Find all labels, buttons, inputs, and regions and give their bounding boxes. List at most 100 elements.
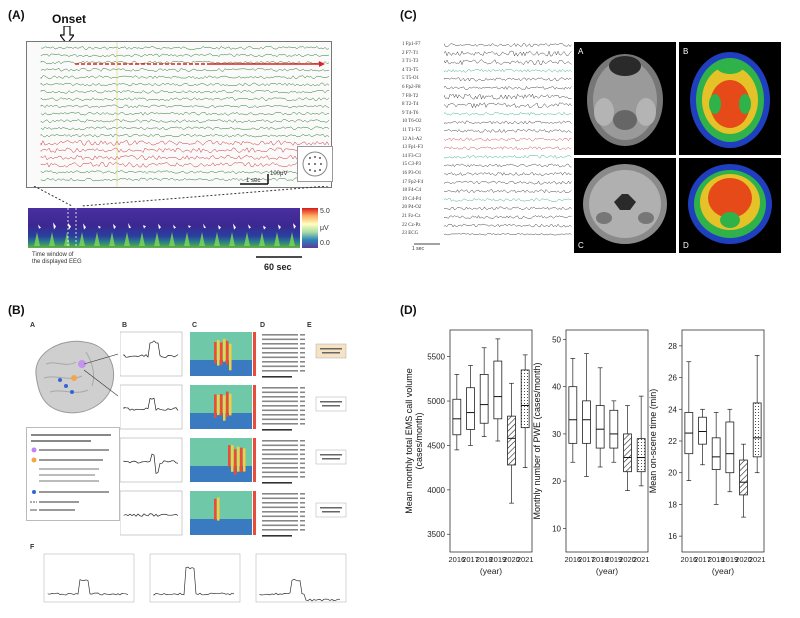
tf-colorbar xyxy=(253,438,256,482)
y-axis-label: Mean on-scene time (min) xyxy=(648,389,658,494)
scale-amp-label: 100μV xyxy=(270,171,288,177)
panel-d-box-charts: 3500400045005000550020162017201820192020… xyxy=(404,329,766,576)
assessment-text-line xyxy=(262,370,298,372)
assessment-text-line xyxy=(262,506,298,509)
sub-label-f: F xyxy=(30,544,35,551)
erp-waveform xyxy=(123,397,179,411)
assessment-e-box xyxy=(315,396,347,412)
tf-map-activation xyxy=(240,447,243,473)
panel-c-channel-label: 8 T2-T4 xyxy=(402,102,419,108)
assessment-e-text xyxy=(322,405,340,407)
assessment-text-line xyxy=(262,497,298,500)
panel-c-eeg-trace xyxy=(444,197,572,202)
eeg-trace xyxy=(40,126,330,131)
assessment-value-line xyxy=(300,400,305,403)
eeg-trace xyxy=(40,97,330,101)
burst-arrow-icon xyxy=(248,224,251,229)
assessment-value-line xyxy=(300,418,305,421)
assessment-text-line xyxy=(262,502,298,504)
sub-label-a: A xyxy=(30,322,36,329)
tf-map-activation xyxy=(214,342,217,364)
x-tick-label: 2020 xyxy=(735,555,752,564)
panel-c-channel-label: 1 Fp1-F7 xyxy=(402,42,421,47)
assessment-value-line xyxy=(300,493,305,495)
box-iqr xyxy=(698,416,707,445)
y-tick-label: 30 xyxy=(552,430,561,439)
spectrogram-burst xyxy=(64,232,70,246)
y-tick-label: 24 xyxy=(668,405,677,414)
panel-b-figure: A B C D E F xyxy=(22,322,372,612)
assessment-value-line xyxy=(300,524,305,527)
mri-coronal-image: C xyxy=(574,158,676,253)
assessment-value-line xyxy=(300,467,305,469)
panel-c-channel-label: 6 Fp2-F8 xyxy=(402,85,421,90)
box-iqr xyxy=(452,398,462,436)
y-tick-label: 5000 xyxy=(427,397,445,406)
y-tick-label: 4500 xyxy=(427,441,445,450)
x-tick-label: 2021 xyxy=(749,555,766,564)
spectrogram-burst xyxy=(79,232,85,246)
panel-c-channel-label: 10 T6-O2 xyxy=(402,119,422,125)
x-tick-label: 2018 xyxy=(708,555,725,564)
burst-arrow-icon xyxy=(263,225,266,230)
panel-c-channel-label: 20 P4-O2 xyxy=(402,205,422,211)
sub-f-waveform xyxy=(47,579,129,596)
mri-label-a: A xyxy=(578,47,584,56)
eeg-trace xyxy=(40,53,330,58)
panel-a-eeg-traces xyxy=(26,41,332,188)
tf-map-activation xyxy=(226,391,229,417)
assessment-value-line xyxy=(300,423,305,425)
tf-map-activation xyxy=(214,498,217,520)
panel-c-scale-label: 1 sec xyxy=(412,246,424,252)
chart-frame xyxy=(449,329,533,553)
eeg-trace xyxy=(40,68,330,72)
assessment-text-line xyxy=(262,387,298,389)
tf-colorbar xyxy=(253,332,256,376)
x-tick-label: 2018 xyxy=(592,555,609,564)
assessment-text-line xyxy=(262,511,298,513)
assessment-value-line xyxy=(300,444,305,447)
tf-map-activation xyxy=(217,394,220,416)
panel-d-label: (D) xyxy=(400,303,417,317)
eeg-trace xyxy=(40,170,330,174)
burst-arrow-icon xyxy=(38,224,41,229)
assessment-value-line xyxy=(300,387,305,389)
panel-c-channel-label: 2 F7-T1 xyxy=(402,50,419,56)
mri-label-c: C xyxy=(578,241,584,250)
assessment-text-line xyxy=(262,493,298,495)
panel-c-eeg-trace xyxy=(444,77,572,82)
seizure-arrowhead xyxy=(319,61,325,67)
onset-arrow-icon xyxy=(60,26,74,44)
box-iqr xyxy=(711,437,721,470)
x-tick-label: 2017 xyxy=(578,555,595,564)
y-tick-label: 18 xyxy=(668,500,677,509)
tf-map-activation xyxy=(220,342,223,366)
panel-c-eeg-trace xyxy=(444,128,572,133)
spectrogram-burst xyxy=(229,232,235,246)
panel-c-eeg-trace xyxy=(444,189,572,194)
tf-map-activation xyxy=(243,448,246,472)
x-axis-label: (year) xyxy=(596,566,618,576)
panel-c-channel-label: 16 P3-O1 xyxy=(402,171,422,176)
assessment-text-line xyxy=(262,471,298,474)
tf-map-activation xyxy=(229,393,232,416)
spectrogram-burst xyxy=(109,232,115,246)
burst-arrow-icon xyxy=(218,225,221,230)
assessment-text-line xyxy=(262,476,298,478)
spectrogram-burst xyxy=(169,232,175,246)
mri-axial-image: A xyxy=(574,42,676,155)
panel-c-channel-label: 9 T4-T6 xyxy=(402,110,419,116)
assessment-e-box xyxy=(315,343,347,359)
eeg-trace xyxy=(40,119,330,123)
spectrogram-burst xyxy=(244,232,250,246)
assessment-e-text xyxy=(320,507,342,509)
sub-label-d: D xyxy=(260,322,266,329)
assessment-text-line xyxy=(262,440,298,442)
assessment-text-line xyxy=(262,334,298,336)
tf-map-activation xyxy=(223,338,226,362)
assessment-value-line xyxy=(300,453,305,456)
pet-axial-image: B xyxy=(679,42,781,155)
x-tick-label: 2021 xyxy=(517,555,534,564)
panel-c-channel-label: 13 Fp1-F3 xyxy=(402,145,423,151)
